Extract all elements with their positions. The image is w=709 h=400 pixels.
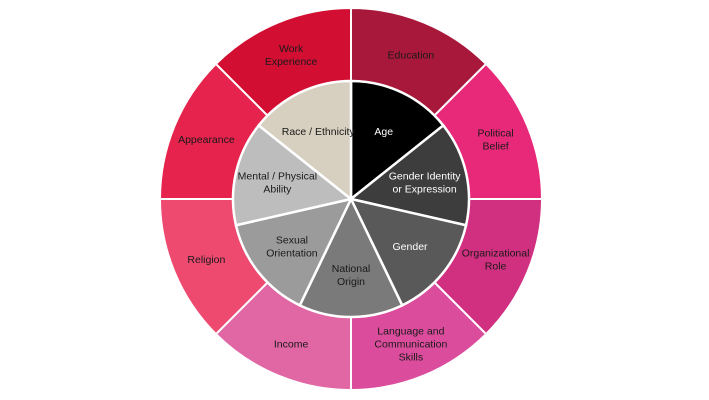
outer-label-appearance: Appearance (178, 134, 235, 146)
inner-segment-national-origin (298, 196, 404, 319)
inner-label-gender: Gender (393, 241, 429, 253)
outer-label-income: Income (274, 339, 309, 351)
inner-label-age: Age (374, 126, 393, 138)
inner-segment-race-ethnicity (256, 79, 353, 202)
outer-label-education: Education (388, 49, 435, 61)
outer-label-religion: Religion (187, 254, 225, 266)
inner-segment-gender (348, 197, 468, 307)
inner-segment-gender-identity-or-expression (348, 123, 471, 227)
inner-segment-mental-physical-ability (231, 123, 354, 227)
inner-segment-sexual-orientation (234, 197, 354, 307)
inner-label-race-ethnicity: Race / Ethnicity (282, 126, 356, 138)
inner-segment-age (349, 79, 446, 202)
